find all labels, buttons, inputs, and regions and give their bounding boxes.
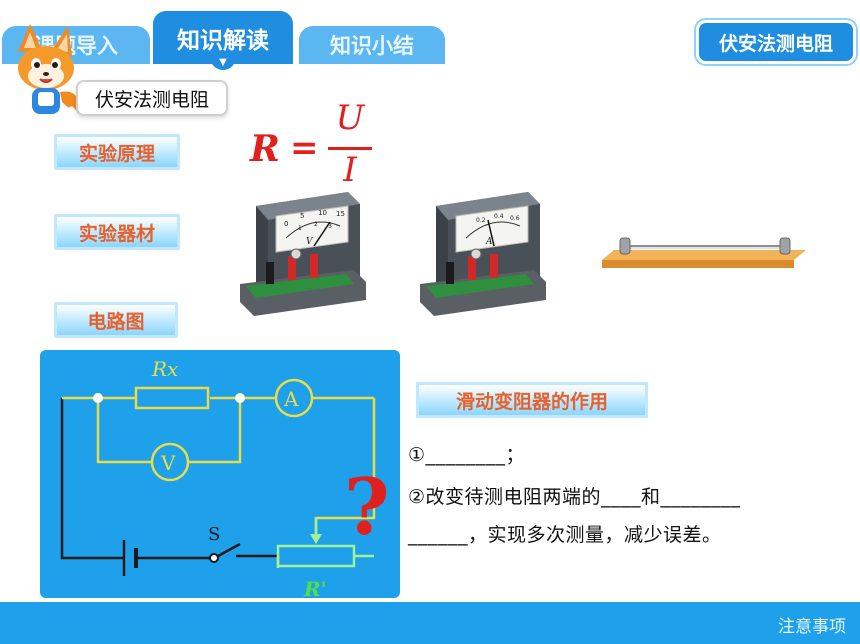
resistance-wire-board-icon: [602, 237, 806, 268]
voltmeter-tick-10: 10: [318, 209, 327, 217]
rheostat-symbol: [276, 544, 356, 568]
switch-pivot: [209, 553, 219, 563]
chevron-down-icon: ▼: [210, 56, 236, 70]
voltmeter-inner-1: 1: [298, 225, 302, 232]
ohm-formula: R = U I: [250, 98, 380, 192]
fox-mascot-icon: [18, 24, 79, 114]
voltmeter-inner-2: 2: [314, 221, 318, 228]
rheostat-label: R': [303, 577, 327, 598]
ammeter-symbol: [274, 378, 314, 418]
bottom-bar: [0, 602, 860, 644]
voltmeter-icon: 0 5 10 15 1 2 3 V: [240, 192, 366, 316]
ammeter-icon: 0.2 0.4 0.6 A: [420, 192, 546, 316]
formula-numerator: U: [335, 98, 365, 138]
junction-right: [235, 393, 245, 403]
question-line-2: ②改变待测电阻两端的____和________: [408, 486, 741, 508]
voltmeter-symbol-label: V: [160, 451, 176, 475]
notes-button[interactable]: 注意事项: [778, 617, 846, 637]
label-experiment-equipment[interactable]: 实验器材: [54, 214, 180, 250]
voltmeter-tick-0: 0: [284, 220, 288, 228]
junction-left: [93, 393, 103, 403]
voltmeter-tick-15: 15: [336, 210, 345, 218]
question-line-1: ①________；: [408, 444, 526, 466]
circuit-diagram-panel: S Rx A V R' ?: [40, 350, 400, 601]
voltmeter-unit: V: [306, 237, 314, 247]
question-line-3: ______，实现多次测量，减少误差。: [408, 524, 722, 546]
formula-equals: =: [290, 128, 319, 168]
tab-knowledge-reading[interactable]: 知识解读: [150, 8, 296, 64]
tab-summary[interactable]: 知识小结: [299, 26, 445, 64]
ammeter-tick-04: 0.4: [494, 213, 504, 220]
switch-label: S: [208, 524, 220, 545]
formula-denominator: I: [343, 150, 357, 190]
voltmeter-tick-5: 5: [300, 212, 304, 220]
fraction-bar: [328, 147, 372, 150]
switch-blade: [217, 542, 241, 558]
question-mark-icon: ?: [344, 462, 390, 553]
section-title: 伏安法测电阻: [76, 80, 228, 116]
voltmeter-symbol: [150, 442, 190, 482]
ammeter-unit: A: [485, 237, 493, 247]
formula-lhs: R: [250, 128, 280, 170]
label-circuit-diagram[interactable]: 电路图: [54, 302, 178, 338]
label-experiment-principle[interactable]: 实验原理: [54, 134, 180, 170]
resistor-rx: [134, 386, 210, 410]
circuit-diagram: S Rx A V R' ?: [60, 357, 390, 601]
topic-badge: 伏安法测电阻: [696, 20, 856, 64]
resistor-rx-label: Rx: [151, 357, 178, 381]
voltmeter-inner-3: 3: [328, 223, 332, 230]
ammeter-tick-06: 0.6: [510, 215, 520, 222]
ammeter-symbol-label: A: [283, 387, 299, 411]
label-rheostat-role[interactable]: 滑动变阻器的作用: [416, 382, 648, 418]
ammeter-tick-02: 0.2: [476, 217, 486, 224]
